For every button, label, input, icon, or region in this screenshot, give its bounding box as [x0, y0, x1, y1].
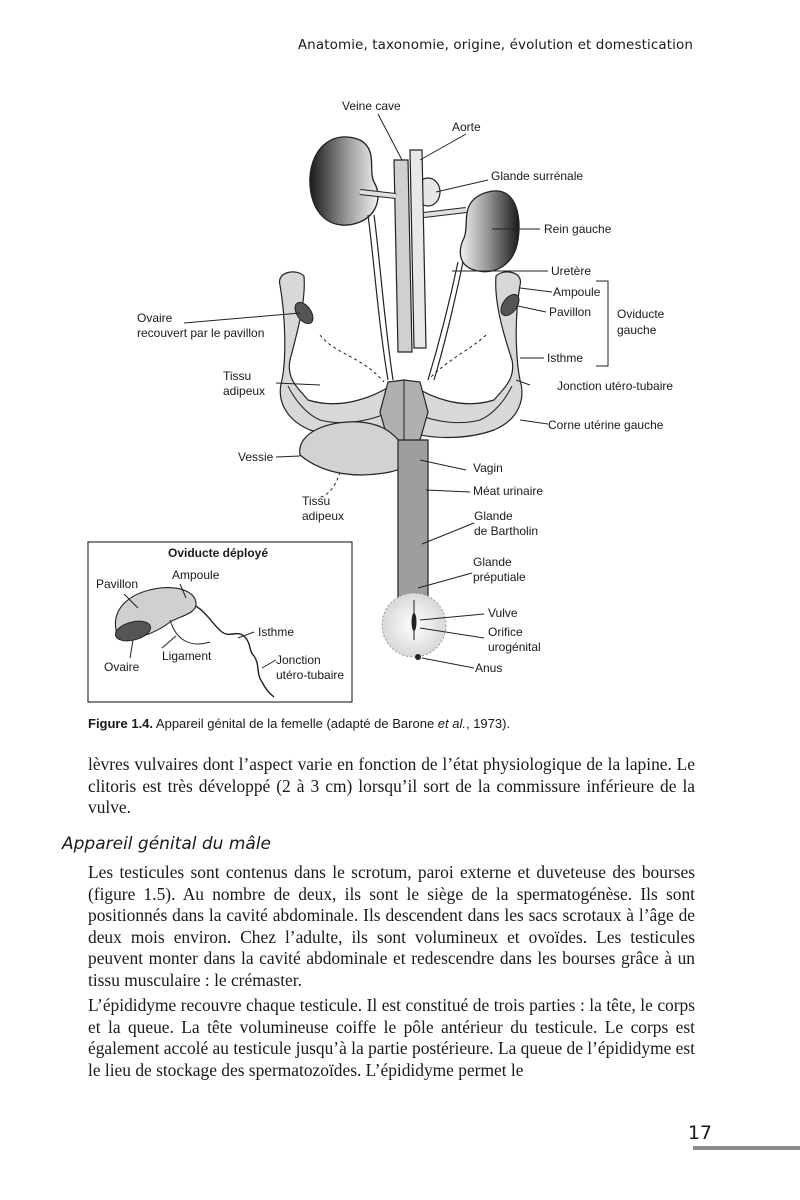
label-anus: Anus	[475, 661, 502, 675]
label-rein-gauche: Rein gauche	[544, 222, 612, 236]
vagina	[397, 439, 429, 601]
inset-label-ampoule: Ampoule	[172, 568, 220, 582]
label-oviducte-1: Oviducte	[617, 307, 665, 321]
label-tissu-2b: adipeux	[302, 509, 344, 523]
label-tissu-1a: Tissu	[223, 369, 251, 383]
left-ovary	[500, 293, 520, 317]
label-preputiale-1: Glande	[473, 555, 512, 569]
inset-label-jonction-2: utéro-tubaire	[276, 668, 344, 682]
label-preputiale-2: préputiale	[473, 570, 526, 584]
label-tissu-2a: Tissu	[302, 494, 330, 508]
label-ovaire-1: Ovaire	[137, 311, 173, 325]
anus	[415, 654, 421, 660]
label-vagin: Vagin	[473, 461, 503, 475]
figure-caption: Figure 1.4. Appareil génital de la femel…	[88, 716, 728, 731]
right-ureter	[367, 214, 389, 381]
label-orifice-1: Orifice	[488, 625, 523, 639]
label-pavillon: Pavillon	[549, 305, 591, 319]
label-jonction: Jonction utéro-tubaire	[557, 379, 673, 393]
paragraph-2: Les testicules sont contenus dans le scr…	[88, 862, 695, 990]
section-heading: Appareil génital du mâle	[62, 834, 272, 854]
label-orifice-2: urogénital	[488, 640, 541, 654]
label-bartholin-1: Glande	[474, 509, 513, 523]
caption-italic: et al.	[437, 716, 466, 731]
label-veine-cave: Veine cave	[342, 99, 401, 113]
label-tissu-1b: adipeux	[223, 384, 265, 398]
label-uretere: Uretère	[551, 264, 591, 278]
inset-label-jonction-1: Jonction	[276, 653, 321, 667]
page-number-rule	[693, 1146, 800, 1150]
inset-label-ovaire: Ovaire	[104, 660, 140, 674]
vena-cava	[393, 159, 413, 353]
label-meat: Méat urinaire	[473, 484, 543, 498]
left-ureter	[427, 261, 459, 381]
inset-title: Oviducte déployé	[168, 546, 268, 560]
label-glande-surrenale: Glande surrénale	[491, 169, 583, 183]
paragraph-3: L’épididyme recouvre chaque testicule. I…	[88, 995, 695, 1080]
label-aorte: Aorte	[452, 120, 481, 134]
running-head: Anatomie, taxonomie, origine, évolution …	[297, 37, 693, 53]
label-ovaire-2: recouvert par le pavillon	[137, 326, 264, 340]
paragraph-1: lèvres vulvaires dont l’aspect varie en …	[88, 754, 695, 817]
label-bartholin-2: de Bartholin	[474, 524, 538, 538]
inset-label-pavillon: Pavillon	[96, 577, 138, 591]
left-kidney	[459, 190, 520, 273]
caption-text: Appareil génital de la femelle (adapté d…	[153, 716, 438, 731]
inset-label-ligament: Ligament	[162, 649, 212, 663]
page-number: 17	[687, 1122, 712, 1144]
label-corne: Corne utérine gauche	[548, 418, 664, 432]
label-oviducte-2: gauche	[617, 323, 657, 337]
label-vessie: Vessie	[238, 450, 274, 464]
aorta	[409, 149, 427, 349]
caption-text-end: , 1973).	[465, 716, 511, 731]
right-kidney	[309, 136, 379, 226]
figure-diagram: Veine cave Aorte Glande surrénale Rein g…	[87, 99, 673, 703]
right-ovary	[294, 301, 314, 325]
caption-label: Figure 1.4.	[88, 716, 154, 731]
label-vulve: Vulve	[488, 606, 518, 620]
inset-label-isthme: Isthme	[258, 625, 294, 639]
label-isthme: Isthme	[547, 351, 583, 365]
inset-oviducte-deploye: Oviducte déployé Pavillon Ampoule Ovaire…	[87, 541, 353, 703]
label-ampoule: Ampoule	[553, 285, 601, 299]
